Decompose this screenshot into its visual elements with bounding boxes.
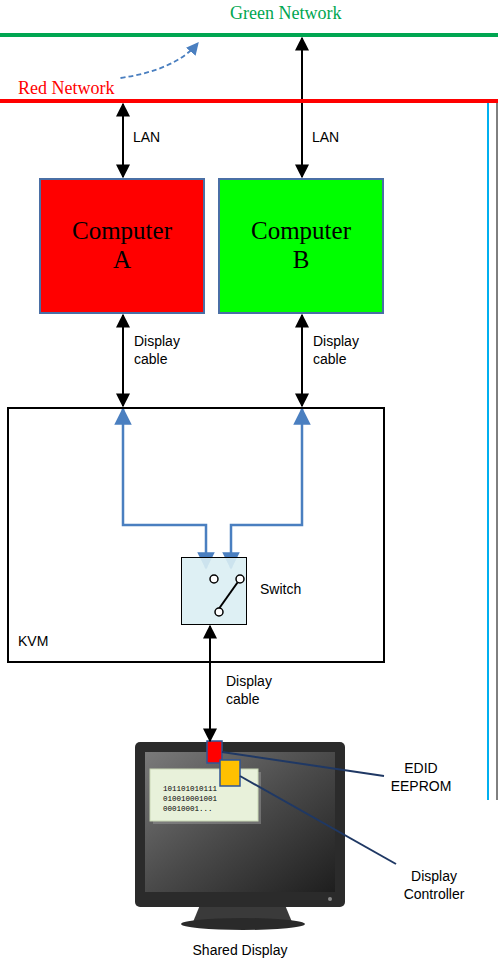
edge-label: Display cable	[134, 332, 194, 368]
edge-label: Display cable	[313, 332, 373, 368]
leader-line	[222, 752, 384, 776]
monitor-illustration	[135, 741, 345, 930]
node-label: Shared Display	[135, 942, 345, 958]
cable-arrow	[301, 38, 303, 177]
cable-arrow	[209, 626, 211, 741]
callout-label: EDID EEPROM	[388, 760, 454, 795]
node-label: Green Network	[230, 3, 341, 24]
cable-arrow	[122, 315, 124, 406]
network-band: Red Network	[0, 66, 498, 103]
display-node: Shared Display	[135, 742, 345, 960]
leader-line	[240, 776, 396, 864]
internal-wire	[123, 409, 206, 568]
switch-symbol	[181, 557, 247, 625]
internal-wire	[231, 409, 302, 568]
computer-box: Computer A	[39, 178, 205, 314]
edge-label: Display cable	[226, 672, 286, 708]
computer-box: Computer B	[218, 178, 384, 314]
node-label: KVM	[18, 633, 48, 649]
node-label: Computer B	[251, 217, 351, 275]
node-label: Switch	[260, 581, 301, 597]
border-line	[487, 100, 489, 800]
switch-box: Switch	[181, 557, 247, 625]
callout-label: Display Controller	[396, 868, 472, 903]
edge-label: LAN	[133, 128, 160, 146]
edge-label: LAN	[312, 128, 339, 146]
node-label: Red Network	[18, 78, 114, 99]
cable-arrow	[122, 104, 124, 177]
network-band: Green Network	[0, 0, 498, 37]
dashed-arrow	[120, 43, 198, 78]
data-bits: 101101010111 010010001001 00010001...	[163, 784, 217, 814]
cable-arrow	[301, 315, 303, 406]
node-label: Computer A	[72, 217, 172, 275]
kvm-box: KVM Switch	[7, 407, 385, 663]
border-line	[497, 100, 498, 800]
